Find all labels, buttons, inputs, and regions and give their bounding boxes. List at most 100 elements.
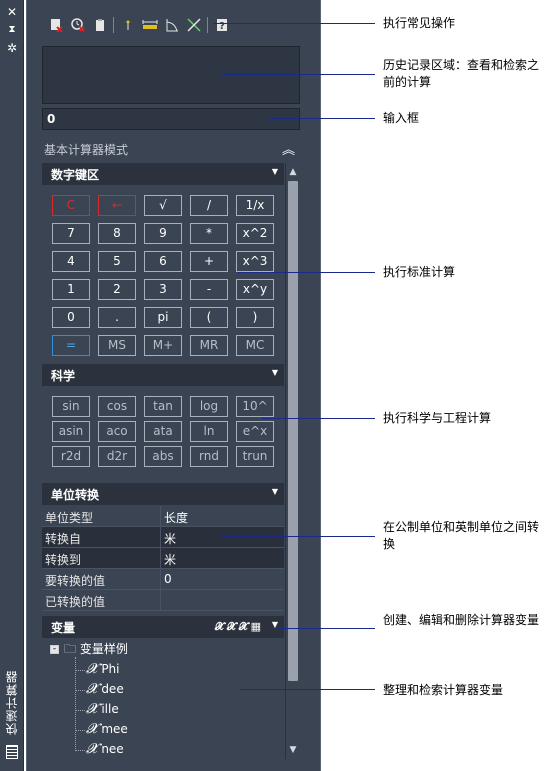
numpad-key[interactable]: .: [98, 307, 136, 328]
numpad-key[interactable]: √: [144, 195, 182, 216]
calculator-small-icon[interactable]: ▦: [250, 620, 264, 633]
new-variable-icon[interactable]: 𝓧: [214, 620, 227, 633]
chevron-up-double-icon[interactable]: ︽: [282, 143, 296, 158]
numpad-key[interactable]: -: [190, 279, 228, 300]
scroll-down-icon[interactable]: ▼: [289, 745, 297, 755]
chevron-down-icon: ▼: [271, 620, 278, 629]
unit-row-key: 已转换的值: [45, 595, 106, 609]
numpad-key[interactable]: *: [190, 223, 228, 244]
scroll-thumb[interactable]: [288, 181, 298, 681]
science-key[interactable]: d2r: [98, 446, 136, 467]
numpad-key[interactable]: 1: [52, 279, 90, 300]
numpad-key[interactable]: 3: [144, 279, 182, 300]
variable-name: mee: [101, 722, 128, 736]
get-coordinates-icon[interactable]: [119, 16, 137, 34]
history-area[interactable]: [42, 46, 300, 104]
unit-section-header[interactable]: 单位转换 ▼: [42, 483, 284, 505]
help-icon[interactable]: ?: [213, 16, 231, 34]
numpad-key[interactable]: MS: [98, 335, 136, 356]
mode-label: 基本计算器模式: [44, 143, 129, 157]
numpad-key[interactable]: 9: [144, 223, 182, 244]
vars-section-header[interactable]: 变量 𝓧𝓧𝓧▦ ▼: [42, 616, 284, 638]
numpad-section-header[interactable]: 数字键区 ▼: [42, 163, 284, 185]
distance-icon[interactable]: [141, 16, 159, 34]
callout-line: [238, 272, 375, 273]
folder-icon: 🗀: [64, 642, 77, 656]
intersection-icon[interactable]: [185, 16, 203, 34]
numpad-key[interactable]: ): [236, 307, 274, 328]
numpad-key[interactable]: (: [190, 307, 228, 328]
numpad-key[interactable]: 6: [144, 251, 182, 272]
numpad-key[interactable]: 5: [98, 251, 136, 272]
science-key[interactable]: abs: [144, 446, 182, 467]
unit-row[interactable]: 单位类型长度: [42, 506, 284, 527]
scroll-up-icon[interactable]: ▲: [289, 167, 297, 177]
numpad-key[interactable]: +: [190, 251, 228, 272]
science-section-header[interactable]: 科学 ▼: [42, 364, 284, 386]
numpad-key[interactable]: =: [52, 335, 90, 356]
numpad-key[interactable]: M+: [144, 335, 182, 356]
clear-history-icon[interactable]: [69, 16, 87, 34]
numpad-key[interactable]: MC: [236, 335, 274, 356]
unit-row[interactable]: 已转换的值: [42, 590, 284, 611]
science-key[interactable]: asin: [52, 421, 90, 442]
close-icon[interactable]: ✕: [6, 5, 18, 19]
numpad-key[interactable]: 1/x: [236, 195, 274, 216]
science-key[interactable]: ln: [190, 421, 228, 442]
column-divider: [160, 590, 161, 611]
numpad-key[interactable]: 8: [98, 223, 136, 244]
gear-icon[interactable]: ✲: [6, 41, 18, 55]
science-key[interactable]: cos: [98, 396, 136, 417]
tree-branch: [75, 670, 85, 671]
tree-branch: [75, 710, 85, 711]
numpad-key[interactable]: 4: [52, 251, 90, 272]
science-key[interactable]: trun: [236, 446, 274, 467]
numpad-key[interactable]: 0: [52, 307, 90, 328]
science-key[interactable]: ata: [144, 421, 182, 442]
clear-icon[interactable]: [47, 16, 65, 34]
vertical-scrollbar[interactable]: ▲ ▼: [285, 163, 300, 759]
delete-variable-icon[interactable]: 𝓧: [238, 620, 251, 633]
numpad-key[interactable]: MR: [190, 335, 228, 356]
variable-name: nee: [101, 742, 124, 756]
numpad-key[interactable]: /: [190, 195, 228, 216]
auto-hide-icon[interactable]: ⧗: [8, 24, 16, 35]
input-box[interactable]: 0: [42, 108, 300, 130]
unit-row-key: 转换自: [45, 532, 82, 546]
numpad-key[interactable]: 2: [98, 279, 136, 300]
numpad-key[interactable]: C: [52, 195, 90, 216]
science-key[interactable]: log: [190, 396, 228, 417]
unit-row[interactable]: 转换到米: [42, 548, 284, 569]
numpad-key[interactable]: x^3: [236, 251, 274, 272]
science-key[interactable]: r2d: [52, 446, 90, 467]
science-key[interactable]: 10^: [236, 396, 274, 417]
chevron-down-icon: ▼: [271, 487, 278, 496]
science-key[interactable]: rnd: [190, 446, 228, 467]
variable-group[interactable]: 🗀 变量样例: [64, 640, 128, 661]
column-divider: [160, 527, 161, 548]
edit-variable-icon[interactable]: 𝓧: [226, 620, 239, 633]
numpad-key[interactable]: ←: [98, 195, 136, 216]
paste-icon[interactable]: [91, 16, 109, 34]
unit-row[interactable]: 转换自米: [42, 527, 284, 548]
numpad-key[interactable]: 7: [52, 223, 90, 244]
science-key[interactable]: tan: [144, 396, 182, 417]
science-key[interactable]: sin: [52, 396, 90, 417]
numpad-key[interactable]: pi: [144, 307, 182, 328]
science-key[interactable]: e^x: [236, 421, 274, 442]
science-key[interactable]: aco: [98, 421, 136, 442]
numpad-key[interactable]: x^y: [236, 279, 274, 300]
tree-branch: [75, 730, 85, 731]
tree-branch: [75, 690, 85, 691]
angle-icon[interactable]: [163, 16, 181, 34]
numpad-key[interactable]: x^2: [236, 223, 274, 244]
callout-history: 历史记录区域：查看和检索之前的计算: [383, 58, 540, 89]
tree-collapse-icon[interactable]: -: [50, 645, 59, 654]
